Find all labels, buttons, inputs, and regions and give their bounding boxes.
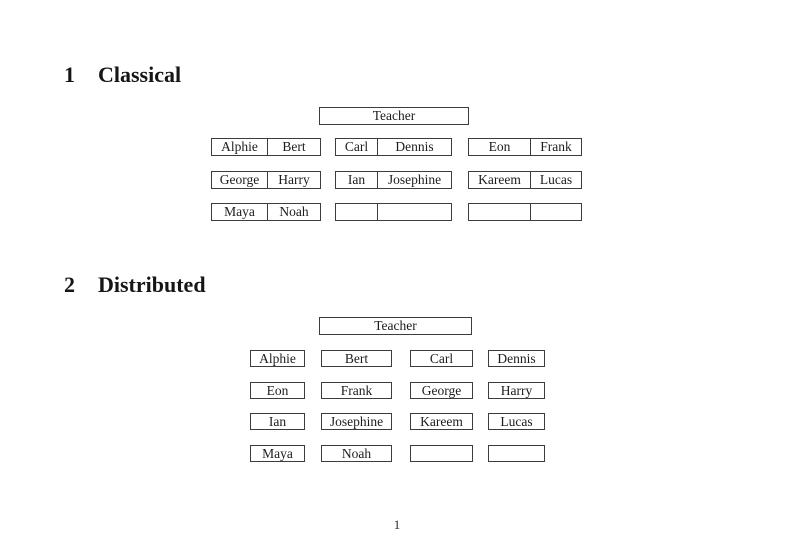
seat-name: Bert <box>282 139 306 154</box>
section-title: Classical <box>98 62 182 87</box>
seat-name: Lucas <box>539 172 573 187</box>
seat-name: Ian <box>336 172 378 188</box>
seat-box: Kareem <box>410 413 473 430</box>
page-number: 1 <box>393 517 401 532</box>
teacher-box: Teacher <box>319 107 469 125</box>
seat-box: Maya <box>250 445 305 462</box>
seat-box-empty <box>488 445 545 462</box>
seat-box: Ian <box>250 413 305 430</box>
desk: Eon Frank <box>468 138 582 156</box>
seat-name <box>378 204 451 220</box>
seat-name: Josephine <box>387 172 442 187</box>
teacher-box: Teacher <box>319 317 472 335</box>
seat-box: Noah <box>321 445 392 462</box>
section-title: Distributed <box>98 272 206 297</box>
seat-box: Alphie <box>250 350 305 367</box>
desk-empty <box>468 203 582 221</box>
seat-name <box>336 204 378 220</box>
teacher-label: Teacher <box>372 108 416 123</box>
seat-name: Noah <box>279 204 309 219</box>
teacher-label: Teacher <box>374 318 417 333</box>
seat-name: Carl <box>336 139 378 155</box>
desk: George Harry <box>211 171 321 189</box>
seat-name <box>531 204 581 220</box>
seat-name: Harry <box>278 172 310 187</box>
seat-box: Frank <box>321 382 392 399</box>
seat-box: Harry <box>488 382 545 399</box>
desk-empty <box>335 203 452 221</box>
desk: Carl Dennis <box>335 138 452 156</box>
section-number: 1 <box>64 62 75 87</box>
desk: Kareem Lucas <box>468 171 582 189</box>
seat-box: Lucas <box>488 413 545 430</box>
desk: Maya Noah <box>211 203 321 221</box>
seat-box: Dennis <box>488 350 545 367</box>
seat-name: George <box>212 172 268 188</box>
seat-box: Josephine <box>321 413 392 430</box>
seat-name: Kareem <box>469 172 531 188</box>
section-number: 2 <box>64 272 75 297</box>
seat-name <box>469 204 531 220</box>
seat-name: Eon <box>469 139 531 155</box>
desk: Alphie Bert <box>211 138 321 156</box>
seat-box: Carl <box>410 350 473 367</box>
seat-box: Bert <box>321 350 392 367</box>
section-heading-classical: 1 Classical <box>64 64 181 86</box>
seat-box: George <box>410 382 473 399</box>
seat-name: Alphie <box>212 139 268 155</box>
seat-name: Dennis <box>395 139 434 154</box>
seat-box: Eon <box>250 382 305 399</box>
seat-name: Maya <box>212 204 268 220</box>
seat-box-empty <box>410 445 473 462</box>
section-heading-distributed: 2 Distributed <box>64 274 206 296</box>
desk: Ian Josephine <box>335 171 452 189</box>
seat-name: Frank <box>540 139 572 154</box>
